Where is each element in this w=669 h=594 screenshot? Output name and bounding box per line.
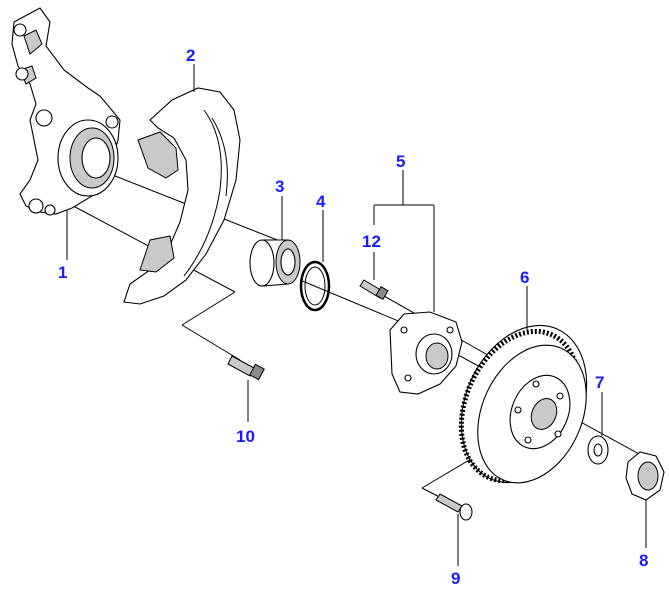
shield-bolt-icon [227, 355, 265, 381]
steering-knuckle-icon [11, 7, 121, 216]
snap-ring-icon [299, 260, 331, 312]
callout-8: 8 [639, 551, 648, 570]
hub-assembly-icon [389, 311, 463, 395]
callout-4: 4 [316, 192, 326, 211]
callout-2: 2 [186, 46, 195, 65]
callout-9: 9 [451, 569, 460, 588]
wheel-bearing-icon [249, 239, 301, 287]
hub-bolt-icon [359, 279, 389, 301]
callout-labels: 1 2 3 4 5 12 6 7 8 9 10 [58, 46, 648, 588]
callout-12: 12 [362, 232, 381, 251]
callout-6: 6 [520, 268, 529, 287]
callout-1: 1 [58, 263, 67, 282]
callout-5: 5 [396, 152, 405, 171]
callout-leaders [66, 64, 647, 566]
disc-screw-icon [435, 493, 473, 521]
callout-7: 7 [595, 373, 604, 392]
callout-3: 3 [275, 177, 284, 196]
callout-10: 10 [236, 427, 255, 446]
washer-icon [587, 435, 609, 465]
brake-disc-icon [458, 324, 588, 484]
dust-shield-icon [123, 87, 241, 305]
hub-nut-icon [625, 451, 665, 501]
